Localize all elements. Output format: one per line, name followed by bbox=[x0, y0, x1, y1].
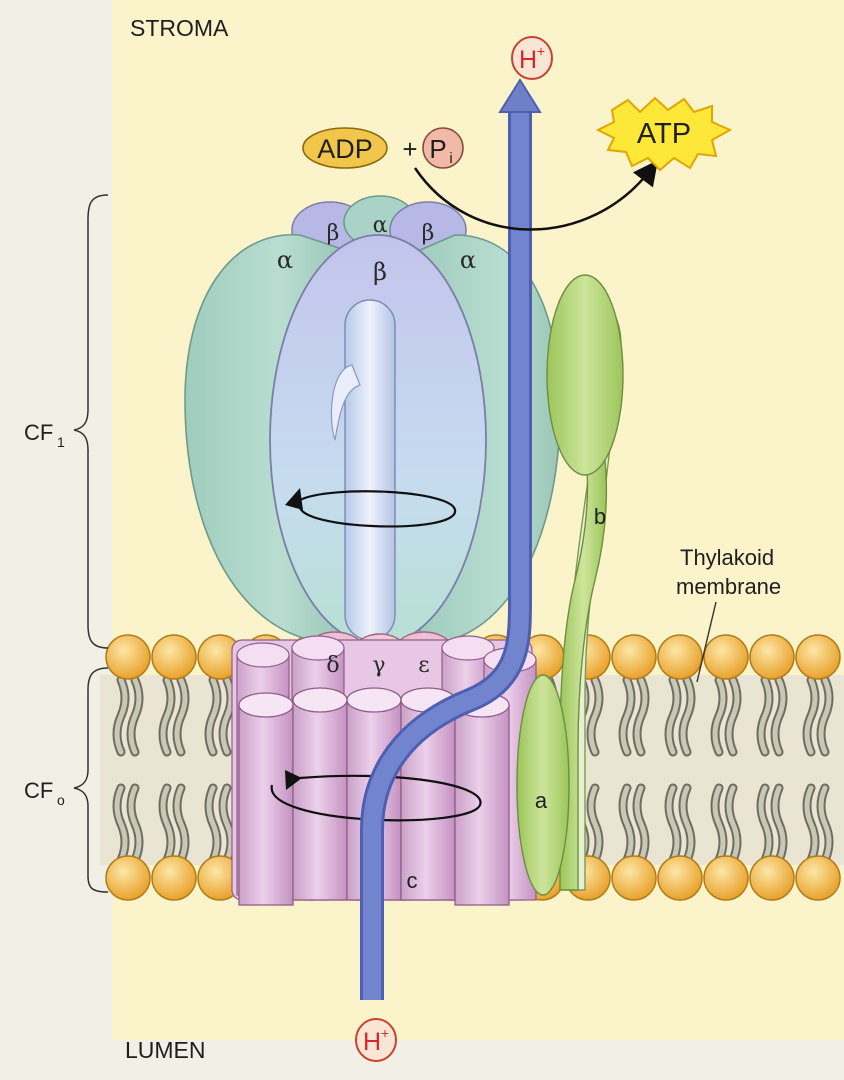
c-subunit-top bbox=[347, 688, 401, 712]
lipid-head-top bbox=[658, 635, 702, 679]
c-subunit-front bbox=[239, 705, 293, 905]
lipid-head-bottom bbox=[750, 856, 794, 900]
c-subunit-front bbox=[293, 700, 347, 900]
beta-top-right-label: β bbox=[422, 221, 435, 246]
lipid-head-bottom bbox=[704, 856, 748, 900]
delta-stator-subunit bbox=[547, 275, 623, 475]
pi-subscript: i bbox=[449, 150, 452, 167]
thylakoid-label-line1: Thylakoid bbox=[680, 545, 774, 570]
atp-label: ATP bbox=[637, 118, 691, 150]
c-subunit-top bbox=[293, 688, 347, 712]
thylakoid-label-line2: membrane bbox=[676, 574, 781, 599]
h-plus-top-label: H bbox=[519, 46, 537, 74]
a-subunit bbox=[517, 675, 569, 895]
beta-front-label: β bbox=[373, 258, 387, 286]
lipid-head-top bbox=[612, 635, 656, 679]
lipid-head-top bbox=[152, 635, 196, 679]
alpha-top-label: α bbox=[373, 213, 388, 238]
c-subunit-top bbox=[237, 643, 289, 667]
lipid-head-top bbox=[704, 635, 748, 679]
lipid-head-bottom bbox=[658, 856, 702, 900]
h-plus-bottom-label: H bbox=[363, 1028, 381, 1056]
c-subunit-top bbox=[239, 693, 293, 717]
c-subunit-front bbox=[455, 705, 509, 905]
gamma-central-stalk bbox=[345, 300, 395, 640]
lipid-head-bottom bbox=[796, 856, 840, 900]
subunit-b-label: b bbox=[594, 504, 606, 529]
gamma-label: γ bbox=[372, 653, 385, 678]
lipid-head-bottom bbox=[152, 856, 196, 900]
alpha-left-label: α bbox=[277, 246, 293, 274]
h-plus-top-sup: + bbox=[537, 43, 545, 59]
lipid-head-bottom bbox=[612, 856, 656, 900]
cfo-label: CF bbox=[24, 778, 53, 803]
h-plus-bottom-sup: + bbox=[381, 1025, 389, 1041]
cf1-label: CF bbox=[24, 420, 53, 445]
subunit-c-label: c bbox=[407, 868, 418, 893]
pi-label: P bbox=[429, 134, 446, 164]
epsilon-label: ε bbox=[418, 653, 429, 678]
delta-label: δ bbox=[326, 653, 339, 678]
lipid-head-top bbox=[106, 635, 150, 679]
alpha-right-label: α bbox=[460, 246, 476, 274]
subunit-a-label: a bbox=[535, 788, 548, 813]
lumen-label: LUMEN bbox=[125, 1037, 206, 1063]
cf1-subscript: 1 bbox=[57, 434, 65, 450]
lipid-head-top bbox=[750, 635, 794, 679]
cfo-subscript: o bbox=[57, 792, 65, 808]
plus-sign: + bbox=[402, 134, 417, 164]
lipid-head-bottom bbox=[106, 856, 150, 900]
adp-label: ADP bbox=[317, 134, 373, 164]
beta-top-left-label: β bbox=[327, 221, 340, 246]
lipid-head-top bbox=[796, 635, 840, 679]
stroma-label: STROMA bbox=[130, 15, 229, 41]
